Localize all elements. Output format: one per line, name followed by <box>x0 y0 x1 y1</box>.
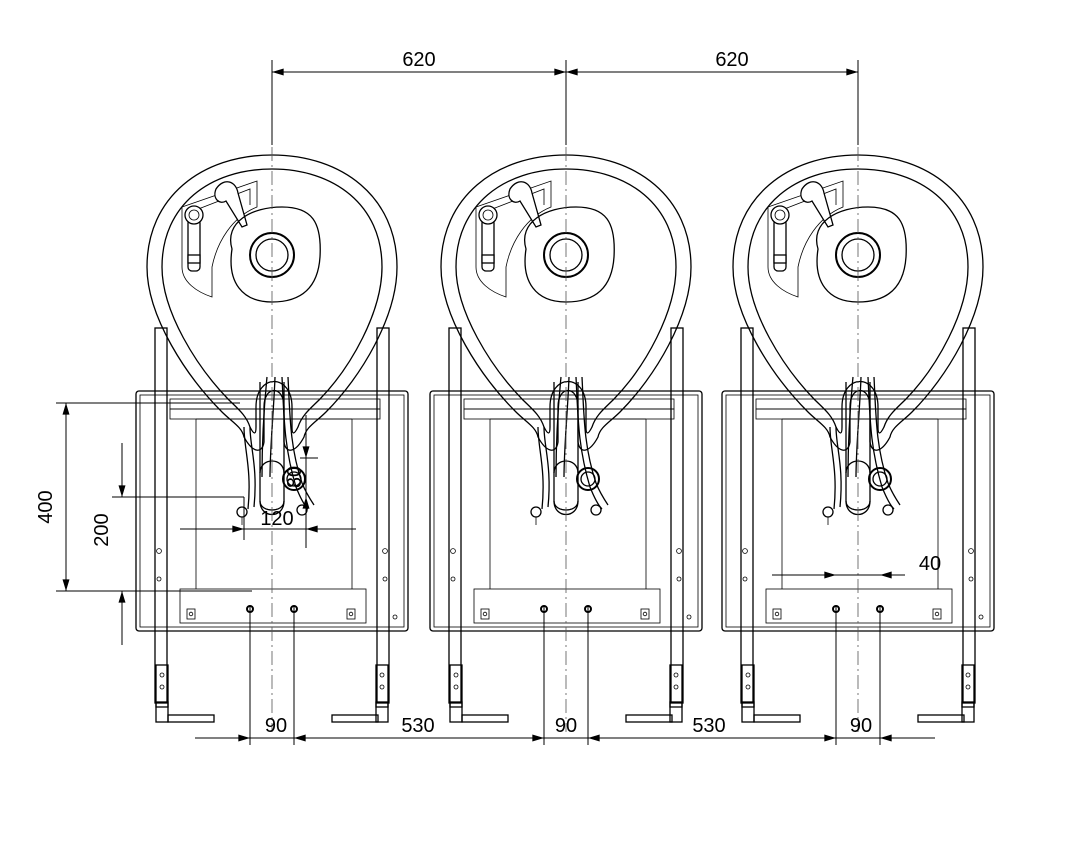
basin-unit-3 <box>721 146 995 733</box>
dimension-connector-spacing: 40 <box>919 553 941 575</box>
dimension-bottom-3: 90 <box>555 715 577 737</box>
dimension-bottom-4: 530 <box>692 715 725 737</box>
dimension-bottom-1: 90 <box>265 715 287 737</box>
dimension-supply-height: 200 <box>91 513 113 546</box>
dimension-supply-offset: 120 <box>260 508 293 530</box>
dimension-bottom-5: 90 <box>850 715 872 737</box>
dimension-spacing-right: 620 <box>715 49 748 71</box>
dimension-drain-height: 400 <box>35 490 57 523</box>
basin-unit-2 <box>429 146 703 733</box>
dimension-spacing-left: 620 <box>402 49 435 71</box>
dimension-bottom-2: 530 <box>401 715 434 737</box>
connector-dimension: 40 <box>772 553 941 579</box>
top-dimension: 620 620 <box>271 49 859 145</box>
dimension-supply-vertical: 80 <box>284 466 306 488</box>
basin-unit-1 <box>135 146 409 733</box>
detail-dimensions: 120 80 <box>180 415 356 548</box>
left-dimensions: 400 200 <box>35 402 252 645</box>
bottom-dimension: 90 530 90 530 90 <box>195 605 935 745</box>
